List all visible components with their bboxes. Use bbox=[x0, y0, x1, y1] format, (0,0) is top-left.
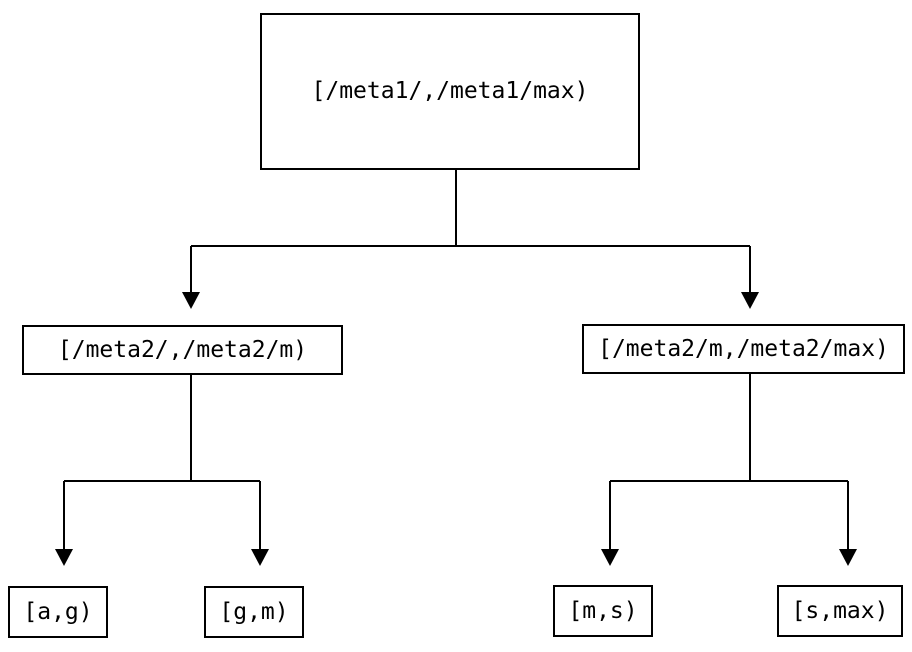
tree-node-leaf-ms-label: [m,s) bbox=[568, 597, 638, 624]
tree-node-root: [/meta1/,/meta1/max) bbox=[260, 13, 640, 170]
tree-node-leaf-ag: [a,g) bbox=[8, 586, 108, 638]
tree-node-root-label: [/meta1/,/meta1/max) bbox=[311, 78, 589, 104]
arrowhead-icon bbox=[182, 292, 200, 309]
tree-node-leaf-ms: [m,s) bbox=[553, 585, 653, 637]
edge-root-to-children bbox=[182, 170, 759, 309]
tree-node-child-left: [/meta2/,/meta2/m) bbox=[22, 325, 343, 375]
tree-node-child-right: [/meta2/m,/meta2/max) bbox=[582, 324, 905, 374]
tree-node-leaf-gm: [g,m) bbox=[204, 586, 304, 638]
arrowhead-icon bbox=[601, 549, 619, 566]
arrowhead-icon bbox=[839, 549, 857, 566]
arrowhead-icon bbox=[251, 549, 269, 566]
tree-node-leaf-ag-label: [a,g) bbox=[23, 598, 93, 625]
arrowhead-icon bbox=[55, 549, 73, 566]
tree-node-child-left-label: [/meta2/,/meta2/m) bbox=[57, 336, 308, 363]
tree-node-leaf-smax-label: [s,max) bbox=[791, 597, 889, 624]
edge-right-child-to-leaves bbox=[601, 374, 857, 566]
arrowhead-icon bbox=[741, 292, 759, 309]
edge-left-child-to-leaves bbox=[55, 375, 269, 566]
tree-node-leaf-gm-label: [g,m) bbox=[219, 598, 289, 625]
tree-node-leaf-smax: [s,max) bbox=[777, 585, 903, 637]
tree-node-child-right-label: [/meta2/m,/meta2/max) bbox=[598, 335, 889, 362]
